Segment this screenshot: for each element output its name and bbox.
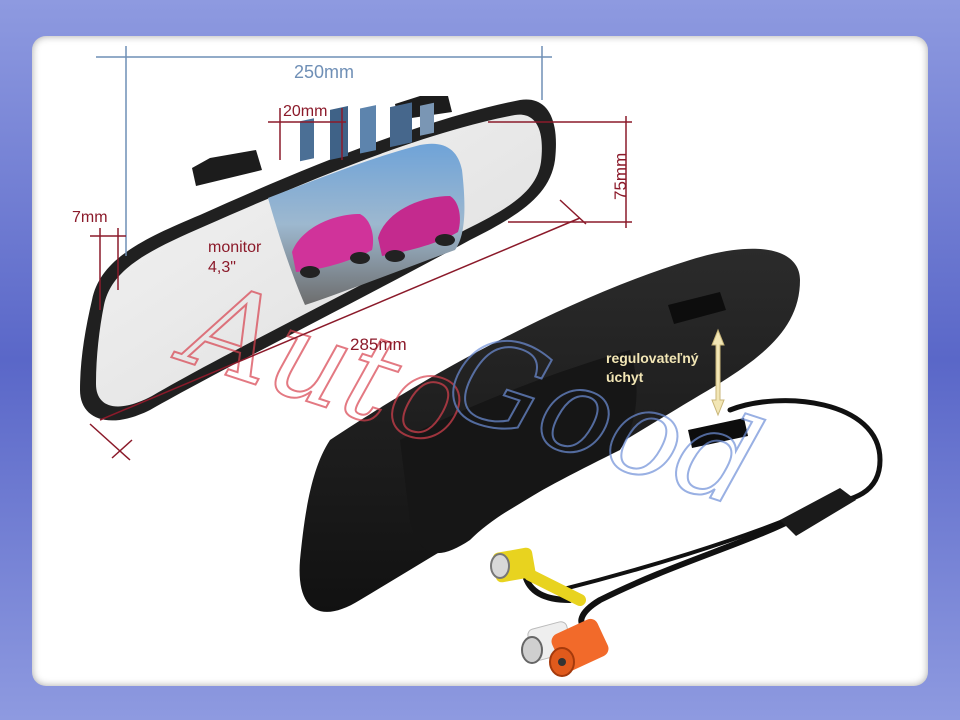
- monitor-label-line1: monitor: [208, 239, 262, 256]
- dimension-lines: [89, 46, 632, 461]
- dim-mount-label: 20mm: [283, 103, 327, 120]
- back-mirror: [299, 248, 800, 612]
- mirror-clip-left: [192, 150, 262, 186]
- monitor-label-line2: 4,3": [208, 259, 236, 276]
- dim-length-label: 285mm: [350, 335, 407, 354]
- dc-power-connector: [549, 618, 609, 677]
- front-mirror: [80, 96, 556, 421]
- back-clip-bottom: [688, 418, 748, 448]
- cable-junction: [780, 488, 856, 536]
- adjustable-arrow-icon: [711, 328, 725, 417]
- dim-thickness-label: 7mm: [72, 209, 108, 226]
- dim-height-label: 75mm: [611, 153, 630, 200]
- mirror-back-recess: [400, 350, 637, 554]
- dim-width-label: 250mm: [294, 62, 354, 82]
- mount-label-line1: regulovateľný: [606, 350, 699, 366]
- screen-buildings: [300, 102, 434, 162]
- rca-yellow-connector: [490, 547, 586, 606]
- mount-label-line2: úchyt: [606, 369, 644, 385]
- back-clip-top: [668, 292, 726, 324]
- screen-cars: [292, 196, 460, 278]
